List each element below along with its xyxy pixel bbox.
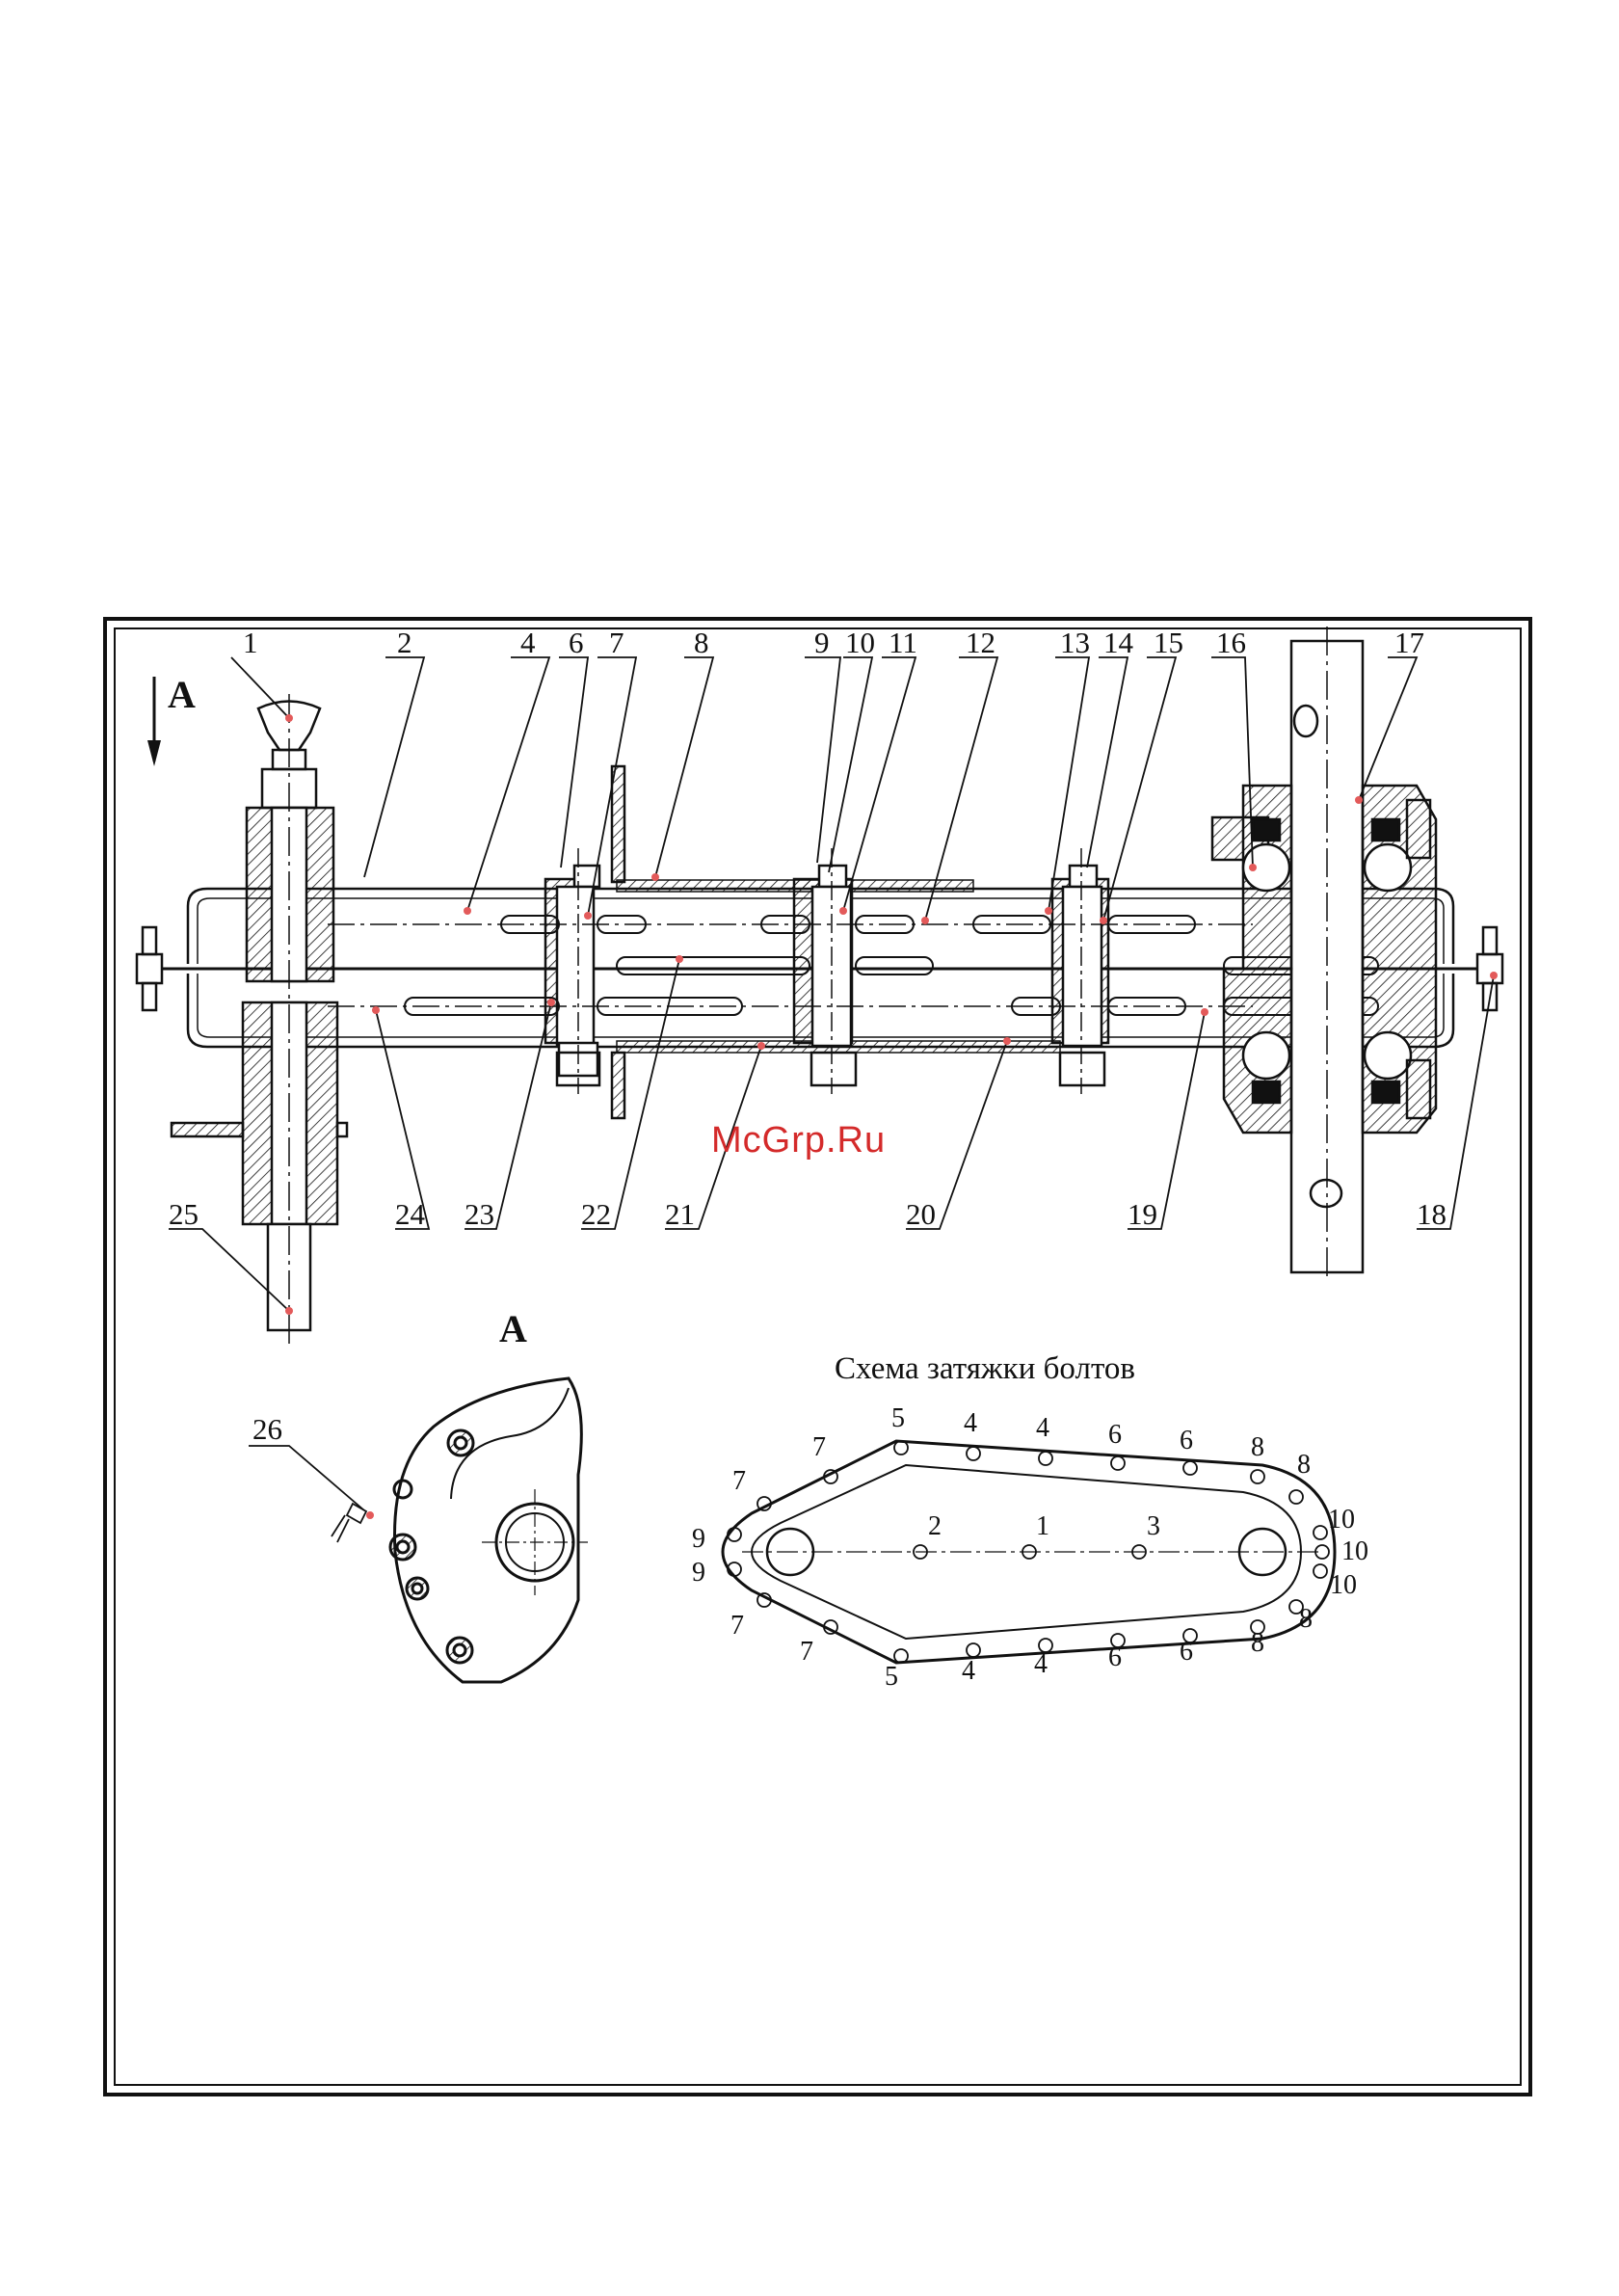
- watermark: McGrp.Ru: [711, 1120, 886, 1161]
- bolt-number: 4: [1034, 1649, 1048, 1679]
- bolt-number: 8: [1297, 1450, 1311, 1480]
- part-label: 17: [1394, 626, 1424, 659]
- shaft-group-3: [1052, 848, 1108, 1094]
- part-label: 10: [845, 626, 875, 659]
- bolt-number: 6: [1180, 1637, 1193, 1667]
- view-a: А 26: [249, 1307, 588, 1682]
- part-label: 15: [1154, 626, 1183, 659]
- part-label: 9: [814, 626, 830, 659]
- bolt-number: 7: [812, 1432, 826, 1462]
- part-number-labels-bottom: 25 24 23 22 21 20 19 18: [169, 1197, 1446, 1231]
- bolt-number: 6: [1108, 1420, 1122, 1450]
- bolt-number: 4: [962, 1656, 975, 1686]
- part-label: 25: [169, 1197, 199, 1231]
- bolt-number: 7: [732, 1466, 746, 1496]
- seal-leader: [249, 1446, 364, 1510]
- part-label: 19: [1128, 1197, 1157, 1231]
- part-label: 6: [569, 626, 584, 659]
- end-bolt-left: [137, 954, 162, 983]
- bolt-number: 2: [928, 1511, 942, 1541]
- view-arrow-label: А: [168, 673, 196, 716]
- bolt-scheme-numbers: 2 1 3 7 7 5 4 4 6 6 8 8 7 7 5 4 4 6 6 8 …: [692, 1403, 1368, 1692]
- bolt-number: 6: [1180, 1426, 1193, 1455]
- view-a-title: А: [499, 1307, 527, 1350]
- part-label: 24: [395, 1197, 426, 1231]
- part-label: 4: [520, 626, 536, 659]
- bolt-tightening-scheme: 2 1 3 7 7 5 4 4 6 6 8 8 7 7 5 4 4 6 6 8 …: [692, 1403, 1368, 1692]
- end-bolt-right: [1477, 954, 1502, 983]
- part-label: 14: [1103, 626, 1134, 659]
- part-label: 18: [1417, 1197, 1446, 1231]
- bolt-number: 7: [730, 1611, 744, 1641]
- part-label: 20: [906, 1197, 936, 1231]
- part-label: 13: [1060, 626, 1090, 659]
- bolt-number: 10: [1330, 1570, 1357, 1600]
- bolt-number: 4: [1036, 1413, 1049, 1443]
- part-label: 21: [665, 1197, 695, 1231]
- part-label: 2: [397, 626, 412, 659]
- part-label: 8: [694, 626, 709, 659]
- bolt-number: 1: [1036, 1511, 1049, 1541]
- bolt-number: 5: [885, 1662, 898, 1692]
- part-number-labels-top: 1 2 4 6 7 8 9 10 11 12 13 14 15 16 17: [243, 626, 1424, 659]
- cover-plate-outline: [395, 1378, 582, 1682]
- part-label: 11: [889, 626, 917, 659]
- shaft-group-2: [794, 848, 856, 1094]
- bolt-number: 4: [964, 1408, 977, 1438]
- seal-tag: [332, 1504, 366, 1542]
- bolt-number: 10: [1341, 1536, 1368, 1566]
- main-section-view: А: [137, 626, 1503, 1345]
- bolt-number: 8: [1251, 1628, 1264, 1658]
- bolt-number: 7: [800, 1637, 813, 1667]
- bolt-number: 10: [1328, 1505, 1355, 1535]
- bolt-number: 5: [891, 1403, 905, 1433]
- bolt-number: 3: [1147, 1511, 1160, 1541]
- view-a-part-label: 26: [252, 1412, 282, 1446]
- mounting-bracket: [612, 766, 624, 1118]
- part-label: 16: [1216, 626, 1246, 659]
- part-label: 1: [243, 626, 258, 659]
- part-label: 22: [581, 1197, 611, 1231]
- right-shaft-assembly: [1212, 627, 1436, 1282]
- bolt-number: 8: [1251, 1432, 1264, 1462]
- bolt-number: 8: [1299, 1604, 1313, 1634]
- bolt-number: 6: [1108, 1642, 1122, 1672]
- shaft-group-1: [545, 848, 599, 1094]
- bolt-scheme-title: Схема затяжки болтов: [835, 1351, 1135, 1387]
- part-label: 23: [464, 1197, 494, 1231]
- part-label: 7: [609, 626, 624, 659]
- bolt-number: 9: [692, 1524, 705, 1554]
- bolt-number: 9: [692, 1558, 705, 1588]
- part-label: 12: [966, 626, 995, 659]
